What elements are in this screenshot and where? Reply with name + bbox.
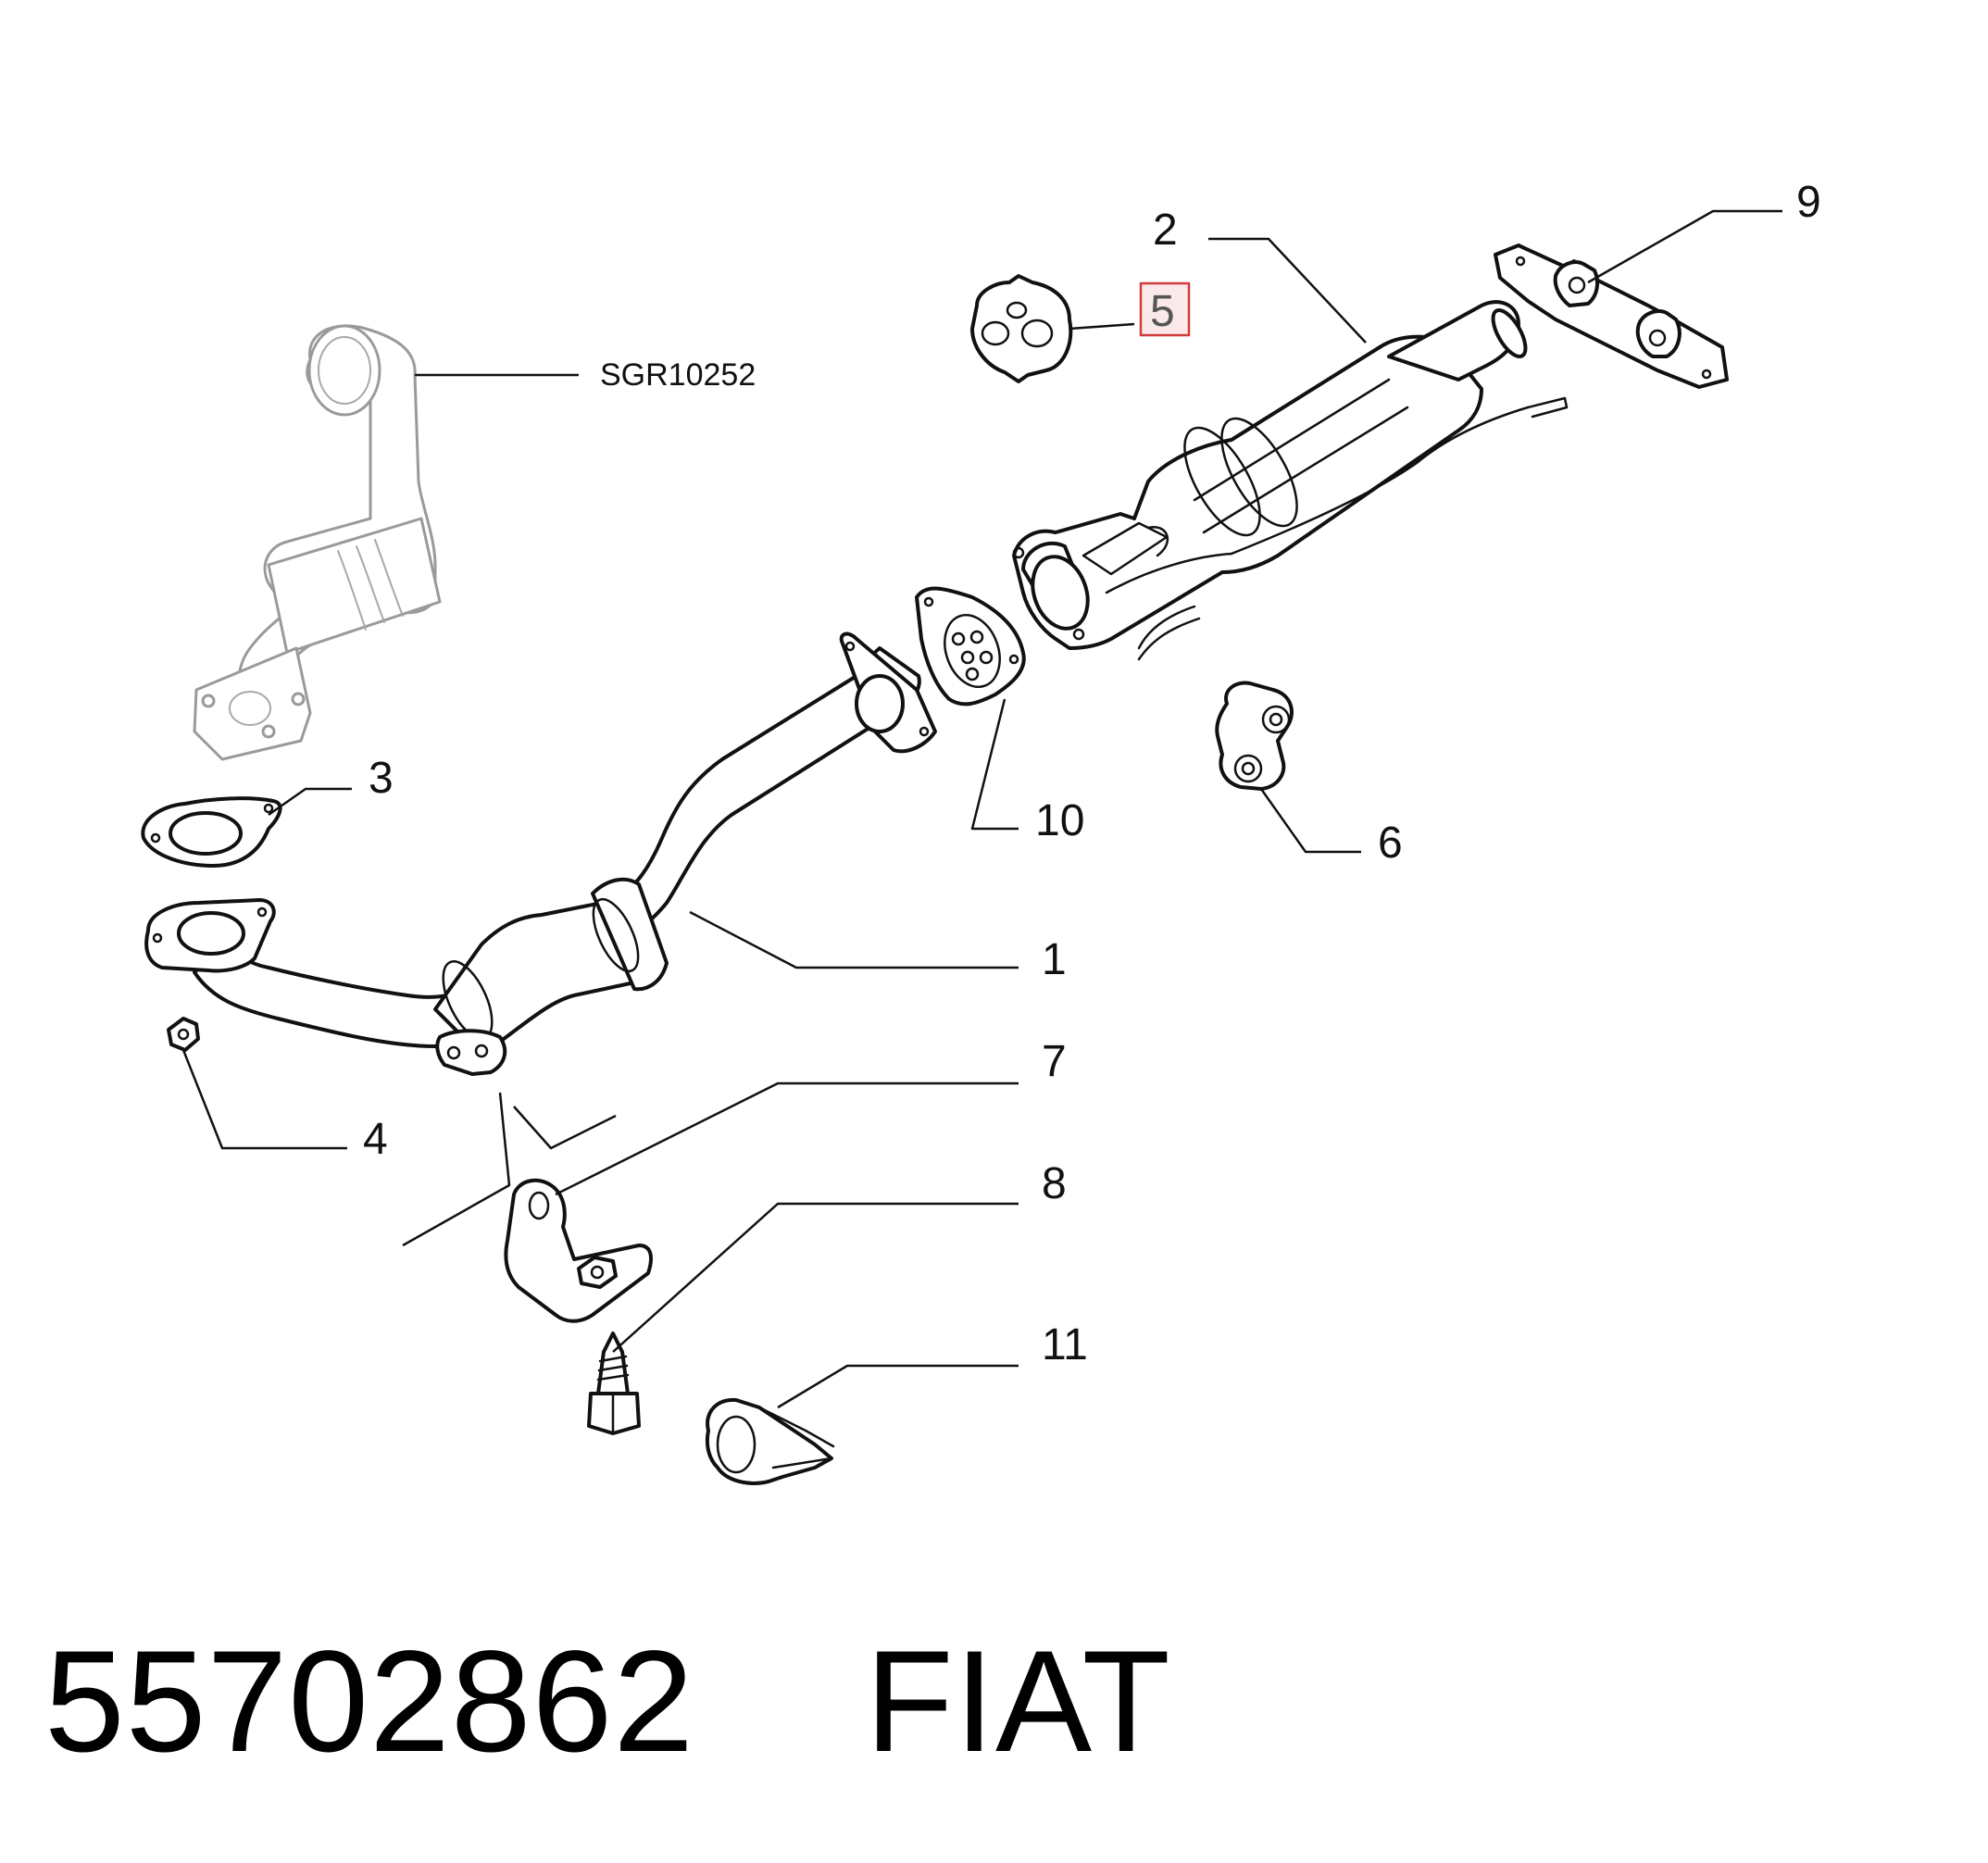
part-5-rubber-mount [970, 274, 1073, 383]
part-10-gasket [915, 586, 1026, 706]
callout-7: 7 [1042, 1037, 1067, 1086]
part-2-rear-silencer [1012, 300, 1569, 661]
callout-1: 1 [1042, 935, 1067, 984]
part-number: 55702862 [44, 1621, 695, 1782]
callout-11: 11 [1042, 1320, 1088, 1369]
callout-9: 9 [1796, 178, 1821, 227]
callout-10: 10 [1035, 796, 1084, 845]
part-8-bolt [587, 1332, 641, 1435]
callout-3: 3 [369, 754, 394, 803]
callout-6: 6 [1378, 819, 1403, 868]
leader-bracket-a [402, 1092, 511, 1247]
part-1-front-pipe [144, 631, 937, 1076]
part-4-nut [167, 1017, 200, 1052]
part-6-rubber-mount [1215, 681, 1294, 791]
leader-6 [1259, 788, 1361, 854]
leader-bracket-b [513, 1106, 617, 1150]
part-7-bracket [504, 1178, 653, 1323]
leader-9 [1587, 209, 1782, 284]
leader-2 [1208, 237, 1367, 344]
part-3-gasket [141, 796, 282, 868]
callout-8: 8 [1042, 1159, 1067, 1208]
leader-8 [612, 1202, 1019, 1353]
callouts: SGR10252 2 9 5 3 10 6 1 4 7 8 11 [363, 178, 1821, 1369]
part-9-hanger-bracket [1494, 244, 1729, 389]
leader-1 [689, 910, 1019, 969]
reference-part-sgr10252 [193, 324, 442, 761]
leader-7 [555, 1082, 1019, 1196]
leader-5 [1069, 322, 1135, 331]
callout-5: 5 [1150, 287, 1175, 336]
callout-4: 4 [363, 1115, 388, 1164]
callout-ref: SGR10252 [600, 357, 756, 393]
leader-lines [181, 209, 1782, 1409]
callout-2: 2 [1153, 206, 1178, 255]
leader-11 [777, 1364, 1019, 1409]
brand-name: FIAT [865, 1621, 1171, 1782]
callout-5-highlight [1139, 281, 1191, 337]
leader-10 [970, 698, 1019, 831]
part-11-clamp [705, 1397, 835, 1485]
leader-4 [181, 1049, 347, 1150]
footer: 55702862 FIAT [44, 1630, 1171, 1774]
leader-3 [268, 787, 352, 817]
